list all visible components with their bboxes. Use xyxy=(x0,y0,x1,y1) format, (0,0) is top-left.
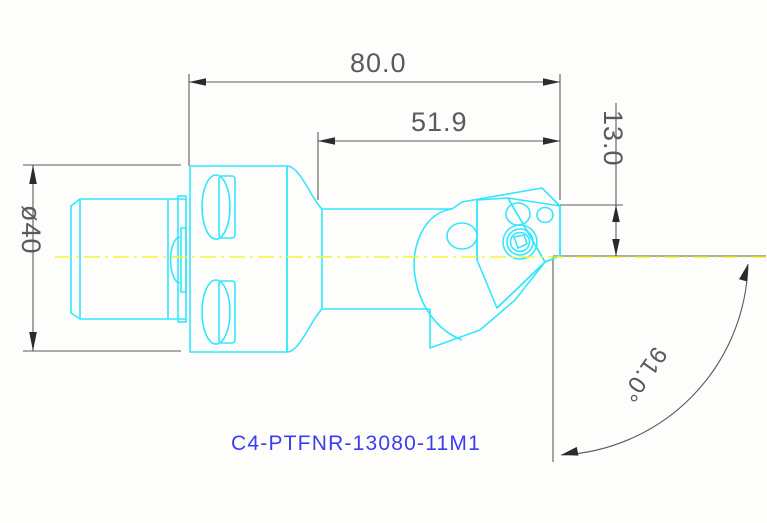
head-outer-profile xyxy=(429,187,561,349)
neck-upper-fillet xyxy=(286,165,323,210)
seat-hole-right xyxy=(536,206,554,224)
clamping-screw xyxy=(502,224,538,260)
arrowhead-right-519 xyxy=(543,137,560,145)
arrowhead-bottom-13 xyxy=(612,239,620,256)
overall-length-dimension xyxy=(188,74,561,200)
shank-diameter-value: ø40 xyxy=(16,205,46,255)
screw-ring-inner xyxy=(509,231,531,253)
lower-slot-inner xyxy=(218,280,236,344)
insert-face xyxy=(476,197,546,309)
capto-shank xyxy=(70,198,186,320)
shank-outer-profile xyxy=(70,198,169,320)
arrowhead-right-80 xyxy=(543,78,560,86)
arrowhead-top-13 xyxy=(612,205,620,222)
angle-arc xyxy=(560,263,749,456)
lead-angle-dimension xyxy=(552,255,766,462)
arrowhead-left-80 xyxy=(189,78,206,86)
arrowhead-bottom-d40 xyxy=(29,332,37,351)
shank-diameter-dimension xyxy=(23,164,181,352)
coupling-collar xyxy=(169,195,187,323)
arrowhead-arc-bottom xyxy=(561,446,579,456)
screw-torx-socket xyxy=(513,234,528,249)
upper-slot xyxy=(201,174,236,240)
upper-slot-oval xyxy=(201,174,231,240)
lead-angle-value: 91.0° xyxy=(615,342,672,408)
arrowhead-arc-top xyxy=(739,264,748,282)
collar-inner-ring xyxy=(180,227,187,293)
overall-length-value: 80.0 xyxy=(350,48,407,78)
cutting-height-value: 13.0 xyxy=(598,110,628,167)
part-number-label: C4-PTFNR-13080-11M1 xyxy=(231,432,481,455)
arrowhead-top-d40 xyxy=(29,165,37,184)
relief-hole xyxy=(446,222,478,250)
dimension-lines-group xyxy=(23,74,766,462)
functional-length-dimension xyxy=(317,132,560,200)
lower-slot xyxy=(201,279,236,345)
tapered-neck xyxy=(286,165,452,353)
collar-arc-detail xyxy=(169,236,181,284)
lower-slot-oval xyxy=(201,279,231,345)
collar-ring xyxy=(177,195,187,323)
tool-body-flange xyxy=(189,165,288,353)
neck-lower-fillet xyxy=(286,308,323,353)
insert-edge-bottom xyxy=(496,261,546,309)
tool-geometry-group xyxy=(70,165,561,353)
cutting-head xyxy=(413,187,561,349)
arrowhead-left-519 xyxy=(318,137,335,145)
screw-ring-mid xyxy=(506,228,534,256)
upper-slot-inner xyxy=(218,175,236,239)
flange-block-outline xyxy=(189,165,288,353)
head-relief-arc xyxy=(413,208,463,341)
functional-length-value: 51.9 xyxy=(411,107,468,137)
screw-ring-outer xyxy=(502,224,538,260)
